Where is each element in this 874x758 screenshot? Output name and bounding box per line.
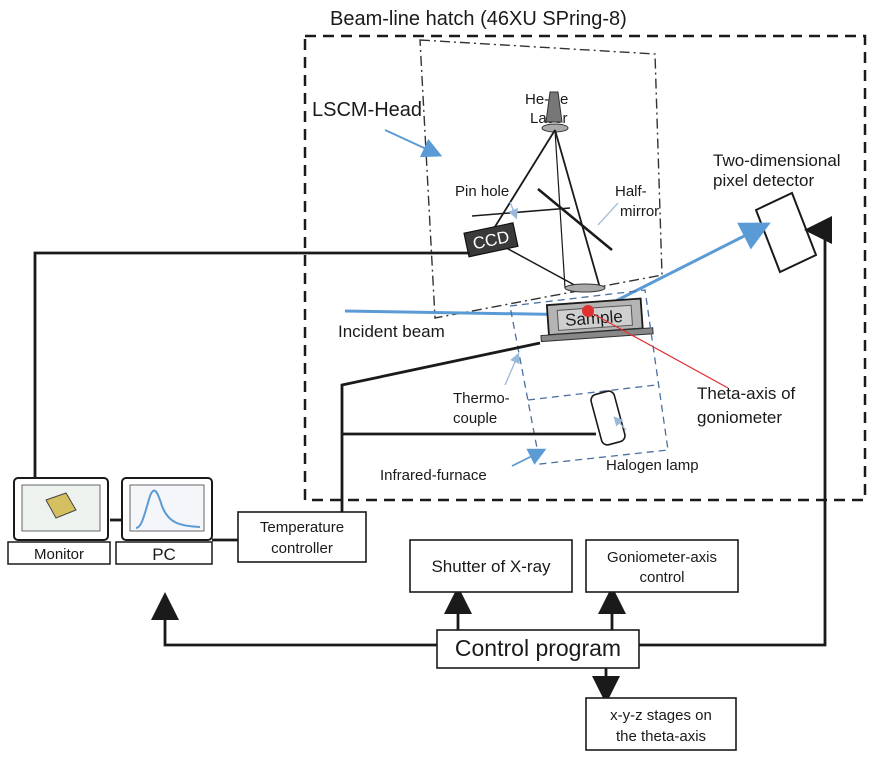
infrared-furnace-label: Infrared-furnace bbox=[380, 467, 487, 484]
xyz-stages-box: x-y-z stages on the theta-axis bbox=[586, 698, 736, 750]
goniometer-label-line2: control bbox=[639, 569, 684, 586]
sample-stage: Incident beam Sample Theta-axis of gonio… bbox=[338, 228, 796, 427]
control-program-label: Control program bbox=[455, 635, 621, 661]
temp-label-line1: Temperature bbox=[260, 519, 344, 536]
ccd-monitor-cable bbox=[35, 253, 470, 478]
goniometer-box: Goniometer-axis control bbox=[586, 540, 738, 592]
temperature-controller: Temperature controller bbox=[238, 512, 366, 562]
monitor-label: Monitor bbox=[34, 546, 84, 563]
halfmirror-pointer bbox=[598, 203, 618, 225]
incident-beam-label: Incident beam bbox=[338, 322, 445, 341]
halogen-lamp bbox=[590, 390, 627, 446]
lscm-head-label: LSCM-Head bbox=[312, 99, 422, 121]
halfmirror-label-line1: Half- bbox=[615, 183, 647, 200]
lscm-head-pointer bbox=[385, 130, 435, 153]
optical-path-to-pinhole bbox=[472, 208, 570, 216]
theta-axis-line bbox=[588, 311, 728, 388]
wiring bbox=[35, 230, 825, 690]
xyz-label-line2: the theta-axis bbox=[616, 728, 706, 745]
detector-label-line1: Two-dimensional bbox=[713, 151, 841, 170]
objective-lens bbox=[565, 284, 605, 292]
control-program-box: Control program bbox=[437, 630, 639, 668]
lscm-head-frame bbox=[420, 40, 662, 318]
theta-label-line2: goniometer bbox=[697, 408, 782, 427]
detector-label-line2: pixel detector bbox=[713, 171, 814, 190]
pc-unit: PC bbox=[116, 478, 212, 564]
temp-label-line2: controller bbox=[271, 540, 333, 557]
xyz-label-line1: x-y-z stages on bbox=[610, 707, 712, 724]
infrared-furnace-pointer bbox=[512, 452, 540, 466]
pixel-detector: Two-dimensional pixel detector bbox=[713, 151, 841, 272]
thermocouple-cable bbox=[342, 343, 540, 512]
pinhole-pointer bbox=[510, 202, 516, 217]
laser-label-line1: He-Ne bbox=[525, 91, 568, 108]
pc-label: PC bbox=[152, 545, 176, 564]
thermocouple-pointer bbox=[505, 355, 518, 385]
halfmirror-label-line2: mirror bbox=[620, 203, 659, 220]
halogen-label: Halogen lamp bbox=[606, 457, 699, 474]
shutter-box: Shutter of X-ray bbox=[410, 540, 572, 592]
sample-holder: Sample bbox=[539, 298, 653, 342]
hatch-title: Beam-line hatch (46XU SPring-8) bbox=[330, 8, 627, 30]
monitor-unit: Monitor bbox=[8, 478, 110, 564]
lscm-head: LSCM-Head He-Ne Laser Pin hole CCD Half-… bbox=[312, 40, 662, 318]
shutter-label: Shutter of X-ray bbox=[431, 557, 551, 576]
pinhole-label: Pin hole bbox=[455, 183, 509, 200]
goniometer-label-line1: Goniometer-axis bbox=[607, 549, 717, 566]
theta-label-line1: Theta-axis of bbox=[697, 384, 796, 403]
thermocouple-label-line1: Thermo- bbox=[453, 390, 510, 407]
detector-panel bbox=[756, 193, 816, 272]
ccd-camera: CCD bbox=[464, 223, 518, 257]
thermocouple-label-line2: couple bbox=[453, 410, 497, 427]
infrared-furnace: Thermo- couple Halogen lamp Infrared-fur… bbox=[380, 290, 699, 484]
control-to-pc-arrow bbox=[165, 606, 437, 645]
